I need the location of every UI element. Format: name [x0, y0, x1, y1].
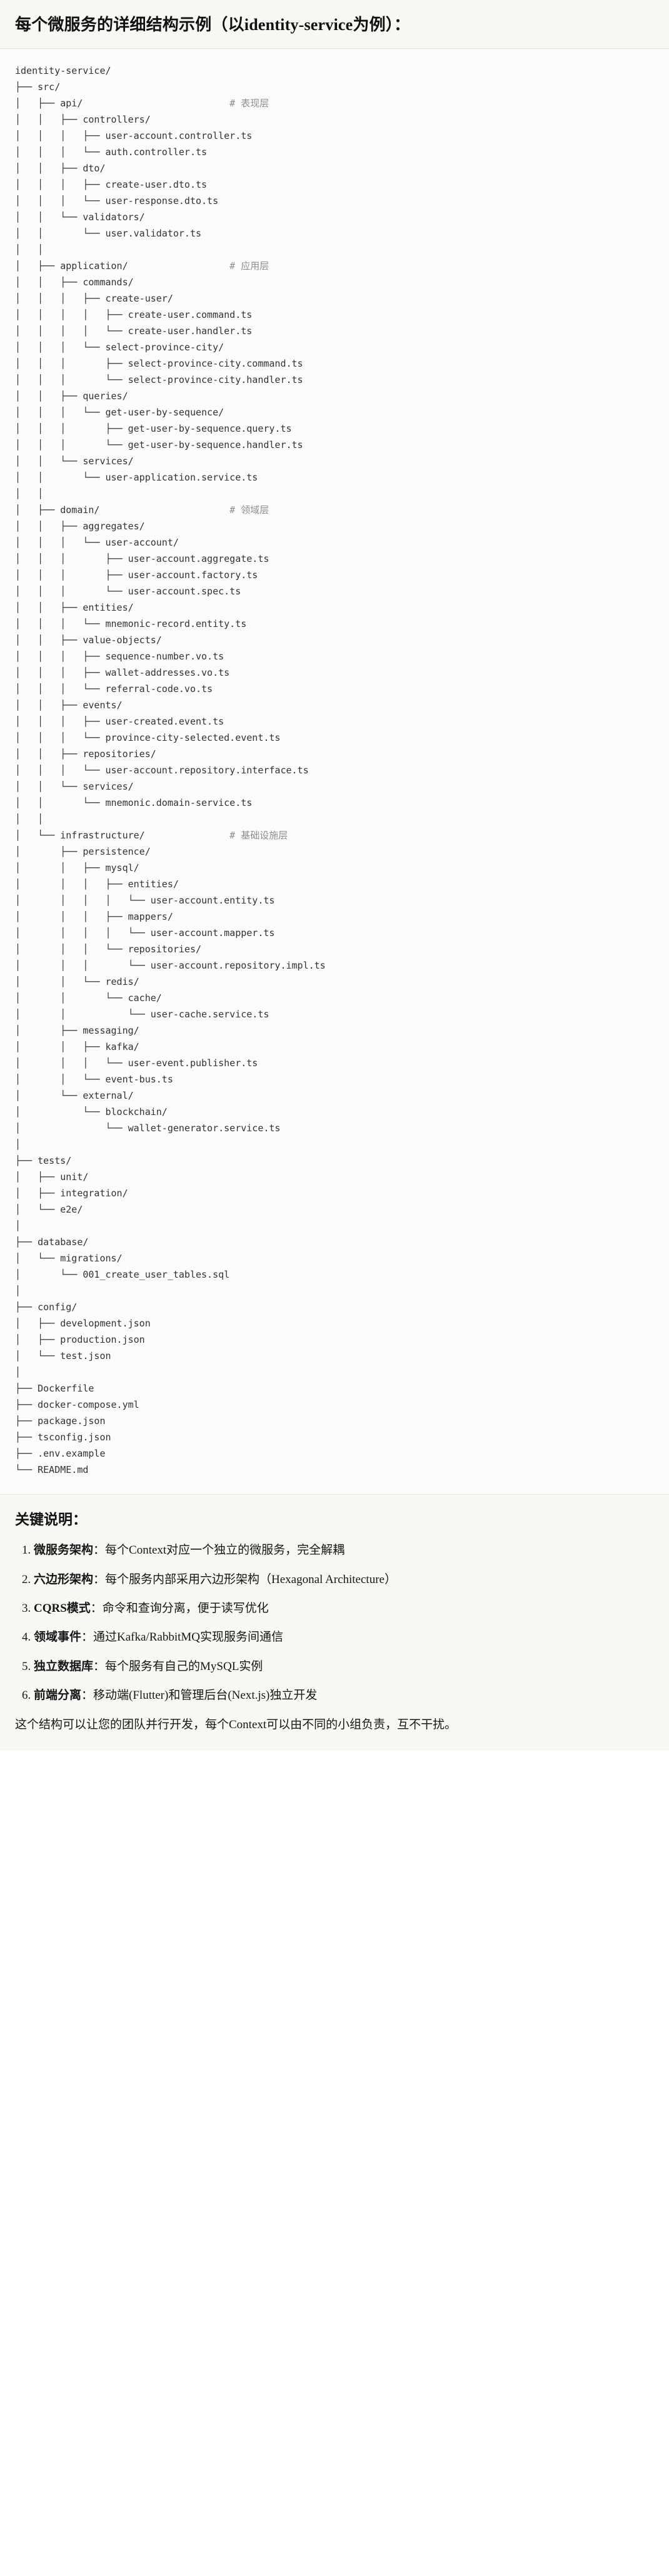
key-note-desc: ：每个服务有自己的MySQL实例 — [93, 1659, 263, 1673]
tree-comment: # 应用层 — [229, 260, 269, 272]
directory-tree: identity-service/ ├── src/ │ ├── api/ # … — [15, 65, 326, 1476]
page-title: 每个微服务的详细结构示例（以identity-service为例）： — [15, 16, 411, 34]
key-note-desc: ：移动端(Flutter)和管理后台(Next.js)独立开发 — [81, 1689, 318, 1703]
key-note-term: 前端分离 — [34, 1689, 82, 1703]
key-note-item: 六边形架构：每个服务内部采用六边形架构（Hexagonal Architectu… — [34, 1571, 654, 1589]
key-note-item: 微服务架构：每个Context对应一个独立的微服务，完全解耦 — [34, 1541, 654, 1560]
page-root: 每个微服务的详细结构示例（以identity-service为例）： ident… — [0, 0, 669, 1751]
key-note-term: 六边形架构 — [34, 1572, 94, 1586]
header-band: 每个微服务的详细结构示例（以identity-service为例）： — [0, 0, 669, 49]
key-note-desc: ：命令和查询分离，便于读写优化 — [90, 1602, 269, 1616]
closing-paragraph: 这个结构可以让您的团队并行开发，每个Context可以由不同的小组负责，互不干扰… — [15, 1718, 457, 1731]
key-note-term: CQRS模式 — [34, 1602, 91, 1616]
key-note-item: 领域事件：通过Kafka/RabbitMQ实现服务间通信 — [34, 1628, 654, 1647]
key-note-item: 前端分离：移动端(Flutter)和管理后台(Next.js)独立开发 — [34, 1686, 654, 1705]
key-note-term: 独立数据库 — [34, 1659, 94, 1673]
key-note-item: 独立数据库：每个服务有自己的MySQL实例 — [34, 1657, 654, 1676]
key-notes-list: 微服务架构：每个Context对应一个独立的微服务，完全解耦六边形架构：每个服务… — [15, 1541, 654, 1705]
key-notes-title: 关键说明： — [15, 1512, 87, 1528]
directory-tree-block: identity-service/ ├── src/ │ ├── api/ # … — [0, 49, 669, 1495]
key-note-desc: ：每个服务内部采用六边形架构（Hexagonal Architecture） — [93, 1572, 396, 1586]
key-note-term: 领域事件 — [34, 1631, 82, 1644]
key-note-desc: ：每个Context对应一个独立的微服务，完全解耦 — [93, 1544, 345, 1557]
key-note-item: CQRS模式：命令和查询分离，便于读写优化 — [34, 1599, 654, 1618]
key-note-desc: ：通过Kafka/RabbitMQ实现服务间通信 — [81, 1631, 283, 1644]
tree-comment: # 基础设施层 — [229, 830, 288, 842]
key-notes-section: 关键说明： 微服务架构：每个Context对应一个独立的微服务，完全解耦六边形架… — [0, 1495, 669, 1751]
key-note-term: 微服务架构 — [34, 1544, 94, 1557]
tree-comment: # 表现层 — [229, 98, 269, 109]
tree-comment: # 领域层 — [229, 504, 269, 516]
